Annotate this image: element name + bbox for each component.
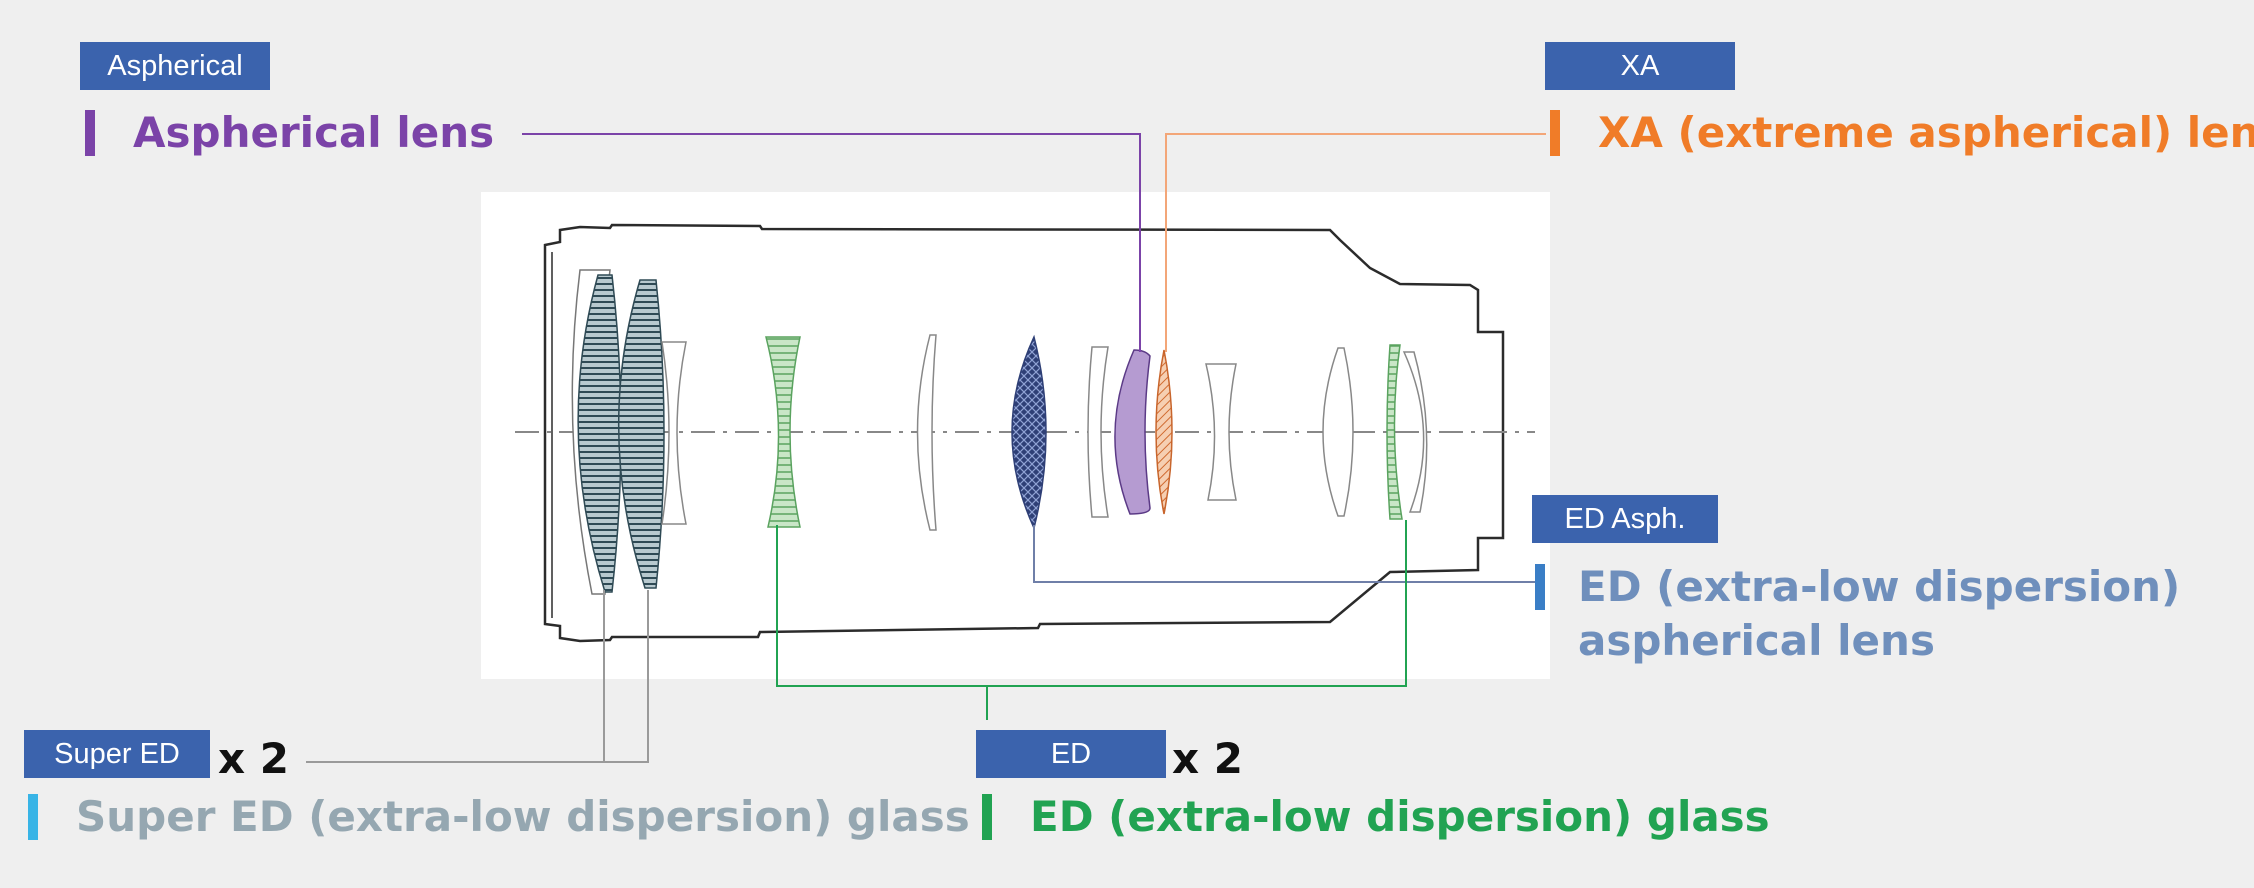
super-ed-legend: Super ED (extra-low dispersion) glass [28, 792, 970, 841]
xa-leader-line [1165, 133, 1546, 352]
ed-element-1 [765, 336, 801, 528]
clear-element-3 [1087, 346, 1109, 518]
super-ed-count: x 2 [218, 734, 289, 783]
aspherical-badge: Aspherical [80, 42, 270, 90]
ed-asph-badge: ED Asph. [1532, 495, 1718, 543]
clear-element-1 [661, 341, 687, 525]
aspherical-leader-line [522, 133, 1141, 352]
ed-badge: ED [976, 730, 1166, 778]
ed-leader-line [776, 520, 1407, 687]
ed-asph-leader-line [1033, 525, 1540, 583]
clear-element-4 [1205, 363, 1237, 501]
xa-legend-text: XA (extreme aspherical) lens [1598, 108, 2254, 157]
xa-badge: XA [1545, 42, 1735, 90]
ed-asph-legend-line1: ED (extra-low dispersion) [1578, 562, 2181, 611]
aspherical-color-bar [85, 109, 95, 156]
super-ed-element-2 [618, 279, 665, 589]
xa-legend: XA (extreme aspherical) lens [1550, 108, 2254, 157]
super-ed-legend-text: Super ED (extra-low dispersion) glass [76, 792, 970, 841]
aspherical-legend-text: Aspherical lens [133, 108, 495, 157]
ed-element-2 [1386, 344, 1403, 520]
barrel-outline [543, 223, 1505, 643]
xa-element [1155, 349, 1173, 515]
ed-legend-text: ED (extra-low dispersion) glass [1030, 792, 1770, 841]
ed-asph-color-bar [1535, 564, 1545, 610]
super-ed-element-1 [577, 274, 622, 593]
aspherical-element [1114, 349, 1151, 515]
super-ed-color-bar [28, 793, 38, 840]
super-ed-leader-line [306, 590, 649, 763]
clear-element-2 [916, 334, 937, 531]
ed-count: x 2 [1172, 734, 1243, 783]
clear-element-6 [1402, 351, 1428, 513]
ed-legend: ED (extra-low dispersion) glass [982, 792, 1770, 841]
ed-color-bar [982, 793, 992, 840]
xa-color-bar [1550, 109, 1560, 156]
clear-element-5 [1322, 347, 1354, 517]
aspherical-legend: Aspherical lens [85, 108, 494, 157]
ed-asph-legend: ED (extra-low dispersion) aspherical len… [1535, 560, 2180, 668]
ed-asph-legend-line2: aspherical lens [1578, 616, 1935, 665]
super-ed-badge: Super ED [24, 730, 210, 778]
